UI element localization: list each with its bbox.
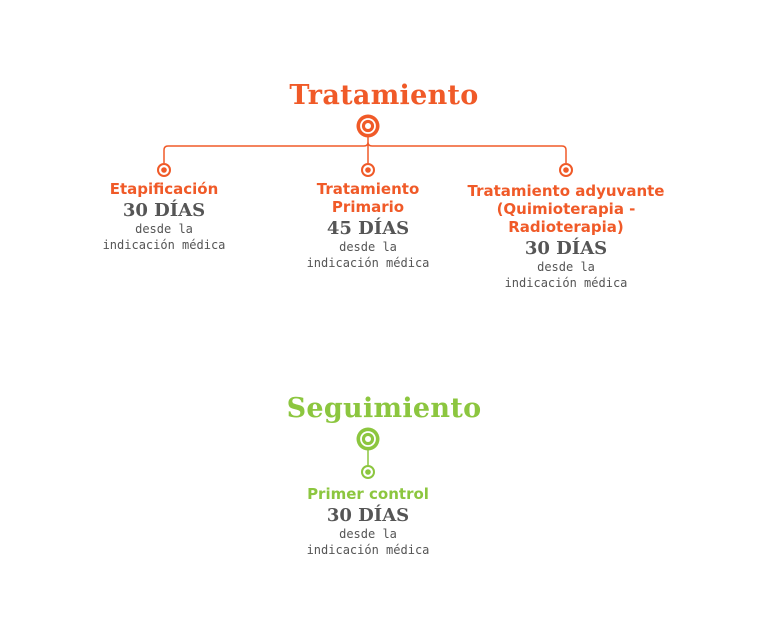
- node-title-line: Primer control: [307, 485, 429, 503]
- node-subtext-line: indicación médica: [504, 276, 628, 290]
- node-subtext-line: desde la: [339, 240, 397, 254]
- node-title-line: (Quimioterapia -: [496, 200, 636, 218]
- node-days: 45 DÍAS: [326, 218, 410, 239]
- node-days: 30 DÍAS: [524, 238, 608, 259]
- tratamiento-tree: [163, 136, 567, 163]
- node-title-line: Etapificación: [109, 180, 219, 198]
- primer-control-node: Primer control 30 DÍAS desde la indicaci…: [258, 485, 478, 558]
- tratamiento-branch-lines: [163, 136, 567, 163]
- seguimiento-title: Seguimiento: [286, 393, 482, 424]
- node-subtext: desde la indicación médica: [258, 526, 478, 558]
- tratamiento-adyuvante-node: Tratamiento adyuvante (Quimioterapia - R…: [456, 182, 676, 291]
- node-days: 30 DÍAS: [122, 200, 206, 221]
- node-title-line: Primario: [331, 198, 405, 216]
- tratamiento-primario-node: Tratamiento Primario 45 DÍAS desde la in…: [258, 180, 478, 271]
- node-title-line: Tratamiento adyuvante: [467, 182, 665, 200]
- node-days: 30 DÍAS: [326, 505, 410, 526]
- node-title: Etapificación: [54, 180, 274, 198]
- node-title-line: Tratamiento: [316, 180, 420, 198]
- node-subtext-line: indicación médica: [306, 256, 430, 270]
- node-title-line: Radioterapia): [508, 218, 624, 236]
- etapificacion-node-icon: [157, 163, 171, 177]
- node-title: Tratamiento Primario: [258, 180, 478, 216]
- node-subtext-line: desde la: [339, 527, 397, 541]
- tratamiento-adyuvante-node-icon: [559, 163, 573, 177]
- node-subtext-line: indicación médica: [102, 238, 226, 252]
- primer-control-node-icon: [361, 465, 375, 479]
- node-title: Primer control: [258, 485, 478, 503]
- tratamiento-primario-node-icon: [361, 163, 375, 177]
- node-subtext: desde la indicación médica: [258, 239, 478, 271]
- seguimiento-root-icon: [356, 427, 380, 451]
- node-subtext: desde la indicación médica: [456, 259, 676, 291]
- node-subtext: desde la indicación médica: [54, 221, 274, 253]
- node-subtext-line: desde la: [537, 260, 595, 274]
- tratamiento-root-icon: [356, 114, 380, 138]
- etapificacion-node: Etapificación 30 DÍAS desde la indicació…: [54, 180, 274, 253]
- node-subtext-line: indicación médica: [306, 543, 430, 557]
- tratamiento-title: Tratamiento: [289, 80, 479, 111]
- node-subtext-line: desde la: [135, 222, 193, 236]
- node-title: Tratamiento adyuvante (Quimioterapia - R…: [456, 182, 676, 236]
